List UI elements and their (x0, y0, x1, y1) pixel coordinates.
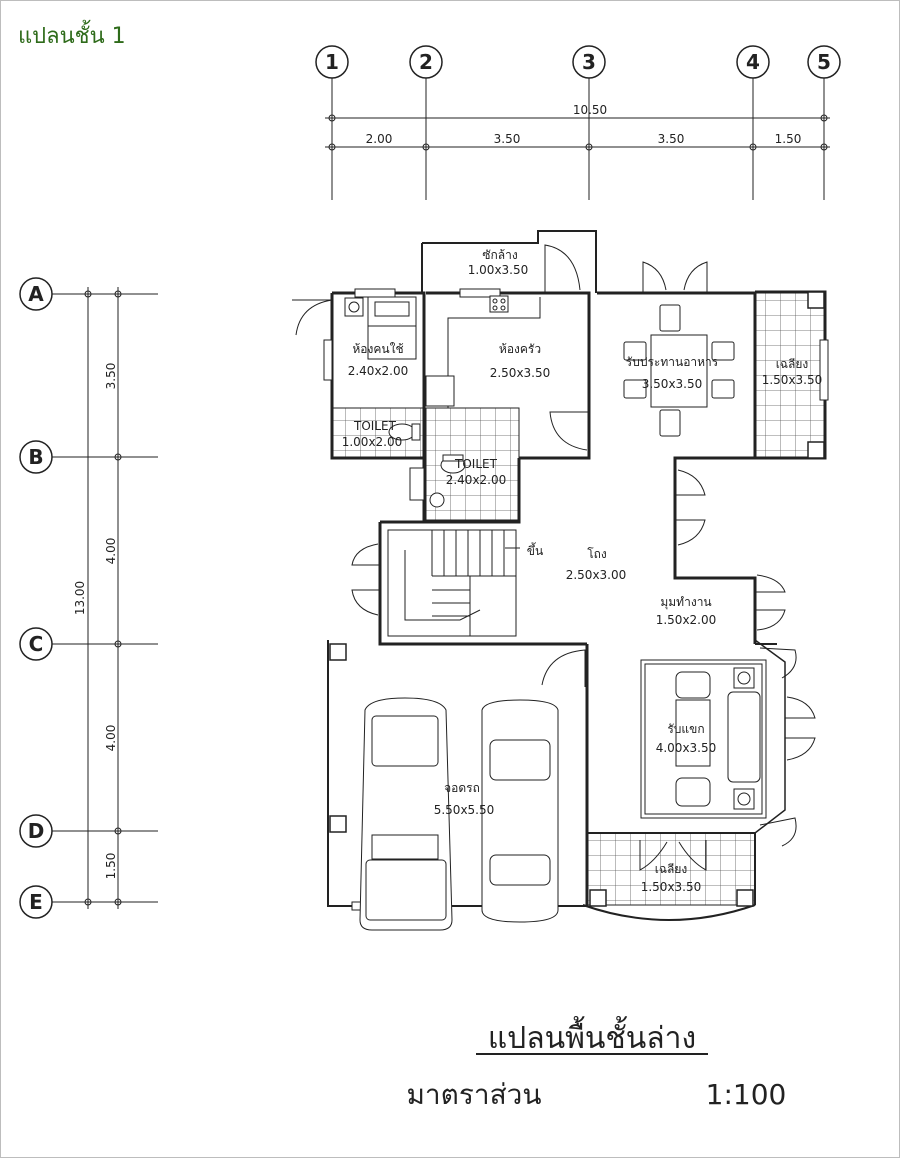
plan-title: แปลนพื้นชั้นล่าง (488, 1016, 696, 1056)
scale-label: มาตราส่วน (406, 1078, 541, 1111)
room-label-terrace-top: เฉลียง 1.50x3.50 (762, 357, 823, 387)
svg-text:1.50x2.00: 1.50x2.00 (656, 613, 717, 627)
svg-text:D: D (28, 819, 45, 843)
room-label-kitchen: ห้องครัว 2.50x3.50 (490, 342, 551, 380)
dim-top-4: 1.50 (775, 132, 802, 146)
dim-top-2: 3.50 (494, 132, 521, 146)
dim-left-2: 4.00 (104, 538, 118, 565)
svg-text:C: C (29, 632, 44, 656)
svg-text:2: 2 (419, 50, 433, 74)
room-label-terrace-bottom: เฉลียง 1.50x3.50 (641, 862, 702, 894)
toilet-fixtures (388, 423, 466, 508)
top-dimensions: 10.50 2.00 3.50 3.50 1.50 (366, 103, 802, 146)
row-grid-bubbles: A B C D E (19, 277, 53, 919)
left-dimensions: 13.00 3.50 4.00 4.00 1.50 (73, 363, 118, 880)
grid-bubble-2: 2 (409, 45, 443, 79)
svg-text:5: 5 (817, 50, 831, 74)
dining-set (623, 304, 735, 437)
dim-top-3: 3.50 (658, 132, 685, 146)
grid-bubble-1: 1 (315, 45, 349, 79)
dim-left-4: 1.50 (104, 853, 118, 880)
staircase (387, 529, 520, 637)
kitchen-fixtures (425, 295, 541, 408)
svg-text:TOILET: TOILET (353, 419, 397, 433)
svg-text:1.50x3.50: 1.50x3.50 (641, 880, 702, 894)
room-label-toilet-2: TOILET 2.40x2.00 (446, 457, 507, 487)
grid-bubble-b: B (19, 440, 53, 474)
svg-text:2.50x3.50: 2.50x3.50 (490, 366, 551, 380)
grid-bubble-4: 4 (736, 45, 770, 79)
column-grid-bubbles: 1 2 3 4 5 (315, 45, 841, 79)
svg-text:โถง: โถง (587, 547, 607, 561)
svg-text:เฉลียง: เฉลียง (776, 357, 809, 371)
dim-top-total: 10.50 (573, 103, 607, 117)
room-label-maid: ห้องคนใช้ 2.40x2.00 (348, 342, 409, 378)
doors (292, 244, 816, 871)
cars (359, 697, 559, 931)
svg-text:5.50x5.50: 5.50x5.50 (434, 803, 495, 817)
svg-text:E: E (29, 890, 43, 914)
room-label-hall: โถง 2.50x3.00 (566, 547, 627, 582)
scale-value: 1:100 (706, 1078, 787, 1111)
svg-text:1.00x3.50: 1.00x3.50 (468, 263, 529, 277)
room-label-laundry: ซักล้าง 1.00x3.50 (468, 248, 529, 277)
svg-text:2.40x2.00: 2.40x2.00 (348, 364, 409, 378)
dim-top-1: 2.00 (366, 132, 393, 146)
svg-text:ซักล้าง: ซักล้าง (482, 248, 517, 262)
svg-text:4.00x3.50: 4.00x3.50 (656, 741, 717, 755)
grid-bubble-a: A (19, 277, 53, 311)
row-grid (52, 287, 158, 909)
svg-text:1.00x2.00: 1.00x2.00 (342, 435, 403, 449)
living-set (640, 659, 767, 819)
svg-text:เฉลียง: เฉลียง (655, 862, 688, 876)
room-label-toilet-1: TOILET 1.00x2.00 (342, 419, 403, 449)
room-label-living: รับแขก 4.00x3.50 (656, 722, 717, 755)
svg-text:รับแขก: รับแขก (667, 722, 704, 736)
dim-left-total: 13.00 (73, 581, 87, 615)
svg-text:A: A (28, 282, 44, 306)
svg-text:2.40x2.00: 2.40x2.00 (446, 473, 507, 487)
svg-text:จอดรถ: จอดรถ (444, 781, 480, 795)
pillars (329, 291, 825, 907)
svg-text:1: 1 (325, 50, 339, 74)
svg-text:มุมทำงาน: มุมทำงาน (660, 595, 711, 610)
svg-text:3.50x3.50: 3.50x3.50 (642, 377, 703, 391)
svg-text:2.50x3.00: 2.50x3.00 (566, 568, 627, 582)
svg-text:TOILET: TOILET (454, 457, 498, 471)
grid-bubble-d: D (19, 814, 53, 848)
svg-text:ห้องครัว: ห้องครัว (499, 342, 541, 356)
grid-bubble-e: E (19, 885, 53, 919)
grid-bubble-3: 3 (572, 45, 606, 79)
svg-text:B: B (28, 445, 43, 469)
stair-up-label: ขึ้น (527, 542, 543, 558)
dim-left-3: 4.00 (104, 725, 118, 752)
grid-bubble-5: 5 (807, 45, 841, 79)
svg-text:รับประทานอาหาร: รับประทานอาหาร (626, 355, 719, 369)
room-label-garage: จอดรถ 5.50x5.50 (434, 781, 495, 817)
svg-text:3: 3 (582, 50, 596, 74)
maid-bed (344, 296, 417, 360)
svg-text:1.50x3.50: 1.50x3.50 (762, 373, 823, 387)
column-grid (325, 78, 830, 200)
room-label-work: มุมทำงาน 1.50x2.00 (656, 595, 717, 627)
svg-text:ห้องคนใช้: ห้องคนใช้ (352, 342, 403, 356)
svg-text:4: 4 (746, 50, 760, 74)
room-label-dining: รับประทานอาหาร 3.50x3.50 (626, 355, 719, 391)
page-heading: แปลนชั้น 1 (18, 24, 126, 49)
grid-bubble-c: C (19, 627, 53, 661)
dim-left-1: 3.50 (104, 363, 118, 390)
